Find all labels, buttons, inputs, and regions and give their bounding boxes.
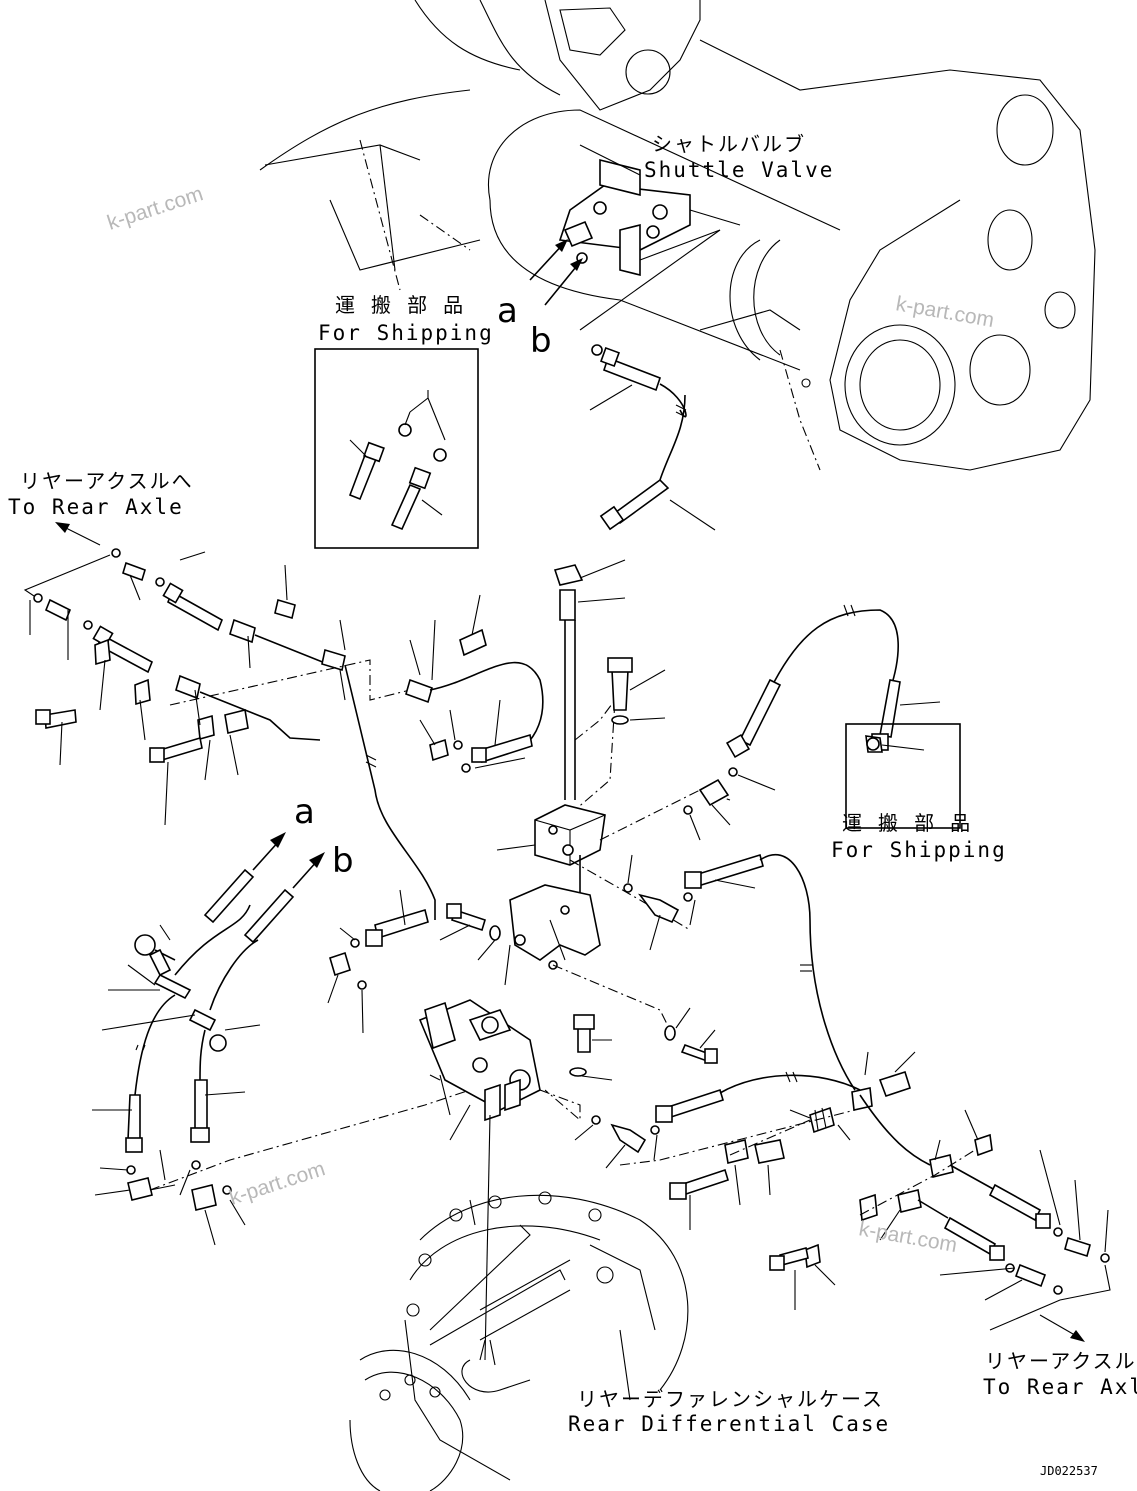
shipping-part-lower <box>865 735 925 753</box>
shuttle-valve-label-jp: シャトルバルブ <box>652 132 806 156</box>
watermark-3: k-part.com <box>226 1157 327 1210</box>
for-shipping-label-jp-lower: 運 搬 部 品 <box>842 811 972 835</box>
right-lower-hose-group <box>574 853 1110 1310</box>
left-hose-group <box>29 548 346 961</box>
hose-shuttle-to-block <box>589 344 716 531</box>
for-shipping-label-jp-upper: 運 搬 部 品 <box>335 293 465 317</box>
central-valve-lower <box>327 884 718 1361</box>
to-rear-axle-label-jp-left: リヤーアクスルへ <box>20 469 194 493</box>
shuttle-valve-label-en: Shuttle Valve <box>644 158 834 182</box>
to-rear-axle-arrow-right <box>989 1264 1111 1342</box>
callout-arrows-left <box>203 832 325 944</box>
for-shipping-label-en-upper: For Shipping <box>318 321 494 345</box>
rear-differential-case <box>349 1191 689 1491</box>
to-rear-axle-arrow-left <box>23 522 111 601</box>
shuttle-valve-assembly <box>558 158 691 277</box>
to-rear-axle-label-en-left: To Rear Axle <box>8 495 184 519</box>
for-shipping-label-en-lower: For Shipping <box>831 838 1007 862</box>
for-shipping-box-lower <box>845 723 961 829</box>
callout-b-top: b <box>530 321 552 361</box>
to-rear-axle-label-jp-right: リヤーアクスルへ <box>985 1349 1137 1373</box>
left-lower-fittings <box>92 904 471 1246</box>
callout-b-left: b <box>332 841 354 881</box>
watermark-4: k-part.com <box>857 1217 959 1257</box>
rear-diff-label-en: Rear Differential Case <box>568 1412 890 1436</box>
rear-diff-label-jp: リヤーデファレンシャルケース <box>577 1387 884 1411</box>
callout-a-top: a <box>497 291 518 331</box>
watermark-1: k-part.com <box>104 182 205 235</box>
to-rear-axle-label-en-right: To Rear Axle <box>983 1375 1137 1399</box>
shipping-parts-upper <box>348 390 447 531</box>
for-shipping-box-upper <box>314 348 479 549</box>
central-piping <box>169 559 731 935</box>
rear-frame-outline <box>259 0 1096 471</box>
callout-arrows-top <box>529 239 583 306</box>
document-id: JD022537 <box>1040 1464 1098 1478</box>
callout-a-left: a <box>294 792 315 832</box>
right-upper-hose <box>683 604 941 841</box>
